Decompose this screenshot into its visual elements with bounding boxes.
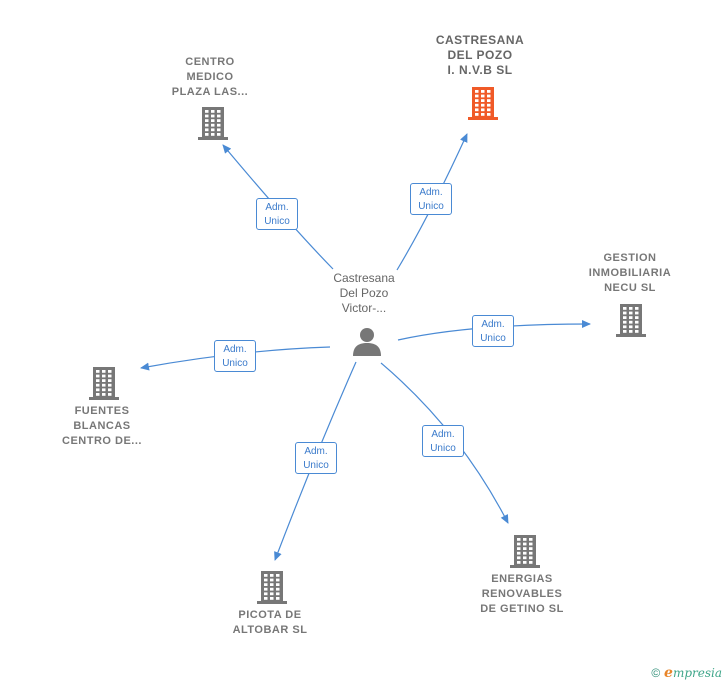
relation-role-label: Adm. Unico: [472, 315, 514, 347]
picota-de-altobar-label[interactable]: PICOTA DE ALTOBAR SL: [232, 609, 308, 636]
gestion-inmobiliaria-building-icon[interactable]: [615, 302, 647, 338]
energias-renovables-building-icon[interactable]: [509, 533, 541, 569]
relation-role-label: Adm. Unico: [256, 198, 298, 230]
gestion-inmobiliaria-label[interactable]: GESTION INMOBILIARIA NECU SL: [588, 252, 672, 294]
relation-role-label: Adm. Unico: [422, 425, 464, 457]
person-icon[interactable]: [351, 327, 383, 357]
relation-role-label: Adm. Unico: [214, 340, 256, 372]
relation-role-label: Adm. Unico: [410, 183, 452, 215]
brand-name: mpresia: [672, 666, 722, 680]
centro-medico-building-icon[interactable]: [197, 105, 229, 141]
fuentes-blancas-label[interactable]: FUENTES BLANCAS CENTRO DE...: [62, 405, 142, 447]
picota-de-altobar-building-icon[interactable]: [256, 569, 288, 605]
fuentes-blancas-building-icon[interactable]: [88, 365, 120, 401]
energias-renovables-label[interactable]: ENERGIAS RENOVABLES DE GETINO SL: [480, 573, 564, 615]
relation-role-label: Adm. Unico: [295, 442, 337, 474]
brand-initial: e: [664, 665, 673, 681]
copyright-symbol: ©: [651, 666, 661, 680]
castresana-del-pozo-building-icon[interactable]: [467, 85, 499, 121]
castresana-del-pozo-label[interactable]: CASTRESANA DEL POZO I. N.V.B SL: [435, 33, 525, 77]
empresia-watermark: © empresia: [651, 665, 722, 681]
centro-medico-label[interactable]: CENTRO MEDICO PLAZA LAS...: [171, 56, 249, 98]
center-person-label[interactable]: Castresana Del Pozo Victor-...: [333, 271, 395, 315]
